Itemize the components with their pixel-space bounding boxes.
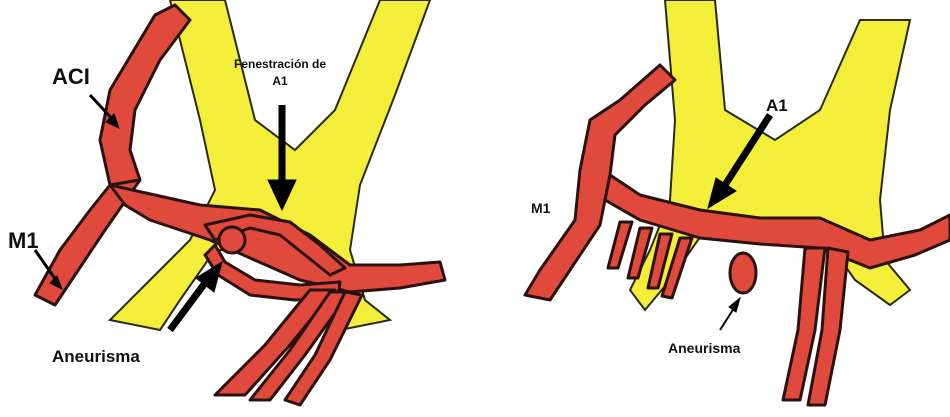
label-m1-right: M1	[531, 200, 550, 216]
aneurysm-left	[219, 227, 245, 253]
diagram-normal-a1: A1 M1 Aneurisma	[500, 0, 950, 417]
label-fenestration-line1: Fenestración de	[210, 56, 350, 73]
diagram-fenestrated-a1: ACI M1 Fenestración de A1 Aneurisma	[0, 0, 475, 417]
label-fenestration: Fenestración de A1	[210, 56, 350, 90]
label-aneurysm-left: Aneurisma	[52, 347, 140, 367]
aneurysm-right	[730, 253, 756, 293]
label-m1-left: M1	[8, 228, 39, 254]
label-aci: ACI	[52, 64, 90, 90]
label-a1-right: A1	[766, 96, 788, 116]
label-aneurysm-right: Aneurisma	[668, 340, 740, 356]
label-fenestration-a1: A1	[210, 73, 350, 90]
